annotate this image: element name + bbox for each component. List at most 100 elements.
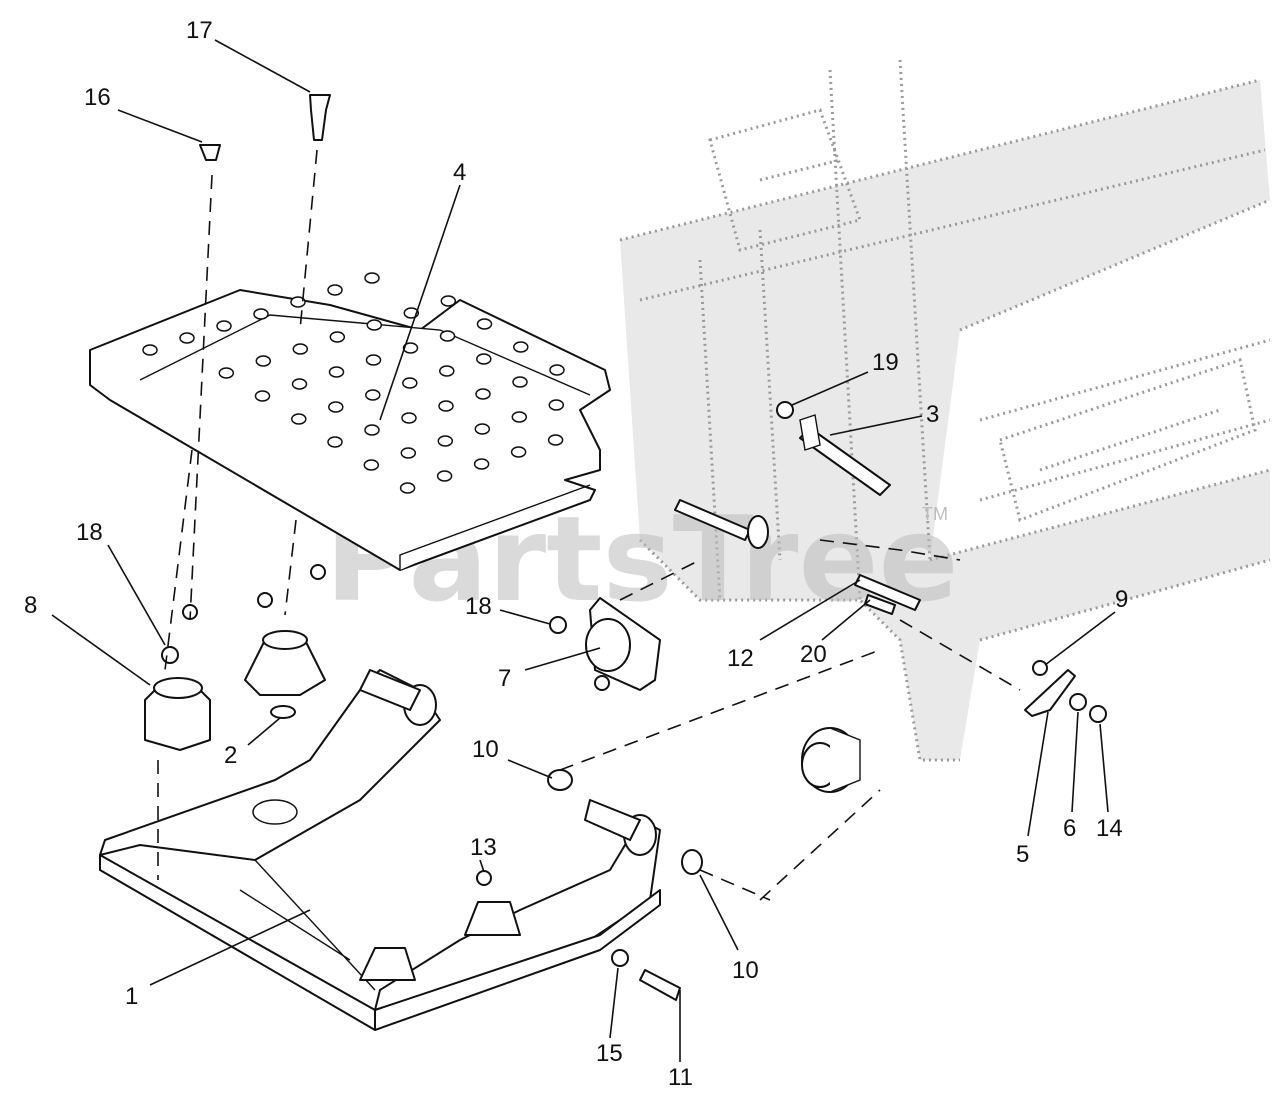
part-nut-loose-d: [594, 675, 610, 691]
part-shaft-left: [674, 499, 769, 549]
plate-hole: [476, 318, 493, 330]
plate-hole: [402, 342, 419, 354]
plate-hole: [254, 390, 271, 402]
callout-15: 15: [596, 1040, 623, 1067]
plate-hole: [292, 343, 309, 355]
plate-hole: [476, 353, 492, 365]
part-bushing-10b: [681, 849, 703, 875]
watermark-trademark: TM: [922, 504, 948, 524]
plate-hole: [363, 459, 380, 471]
callout-2: 2: [224, 742, 237, 769]
part-floor-plate: [89, 272, 611, 571]
plate-hole: [218, 367, 235, 379]
plate-hole: [439, 330, 456, 342]
part-nut-18a: [161, 646, 179, 664]
part-nut-13: [476, 870, 492, 886]
plate-hole: [511, 411, 528, 423]
assembly-dashed-lines: [157, 149, 1021, 901]
plate-hole: [216, 320, 232, 332]
frame-center-hole: [252, 799, 298, 825]
plate-hole: [400, 447, 417, 459]
part-bolt-17: [309, 94, 331, 141]
part-isolator-mount-frame-a: [359, 947, 416, 981]
part-isolator-mount-2: [244, 630, 326, 719]
plate-hole: [475, 388, 491, 400]
callout-8: 8: [24, 592, 37, 619]
part-nut-14: [1089, 705, 1107, 723]
plate-hole: [440, 295, 457, 307]
part-nut-loose-b: [257, 592, 273, 608]
plate-hole: [365, 389, 381, 401]
part-bolt-16: [199, 144, 221, 161]
plate-hole-pattern: [142, 272, 565, 494]
callout-18b: 18: [465, 593, 492, 620]
callout-12: 12: [727, 645, 754, 672]
part-isolator-mount-7: [585, 597, 661, 691]
part-bracket-5: [1024, 660, 1107, 723]
plate-hole: [436, 470, 453, 482]
part-isolator-mount-8: [144, 677, 211, 751]
plate-hole: [547, 434, 564, 446]
plate-hole: [439, 365, 455, 377]
part-shaft-3: [799, 414, 891, 496]
callout-10a: 10: [472, 736, 499, 763]
plate-hole: [327, 284, 343, 296]
plate-hole: [474, 423, 491, 435]
callout-10b: 10: [732, 957, 759, 984]
plate-hole: [548, 399, 565, 411]
plate-hole: [402, 377, 418, 389]
plate-hole: [512, 376, 528, 388]
callout-9: 9: [1115, 586, 1128, 613]
plate-hole: [364, 424, 380, 436]
callout-20: 20: [800, 641, 827, 668]
plate-hole: [399, 482, 416, 494]
plate-hole: [179, 332, 195, 344]
plate-hole: [291, 378, 308, 390]
plate-hole: [291, 413, 307, 425]
plate-hole: [437, 435, 454, 447]
part-nut-15: [611, 949, 629, 967]
plate-hole: [255, 355, 272, 367]
callout-7: 7: [498, 665, 511, 692]
part-seat-frame: [99, 669, 661, 1031]
part-washer-6: [1069, 693, 1087, 711]
plate-hole: [401, 412, 417, 424]
callout-11: 11: [668, 1064, 693, 1091]
callout-labels: 1 2 3 4 5 6 7 8 9 10 10 11 12 13 14 15 1…: [24, 17, 1128, 1091]
part-spring-9: [1032, 660, 1048, 676]
plate-hole: [549, 364, 565, 376]
callout-17: 17: [186, 17, 213, 44]
part-nut-18b: [549, 616, 567, 634]
plate-hole: [366, 319, 383, 331]
part-isolator-mount-rear: [801, 727, 861, 793]
plate-hole: [365, 354, 382, 366]
callout-leaders: [51, 39, 1116, 1062]
callout-13: 13: [470, 834, 497, 861]
callout-19: 19: [872, 349, 899, 376]
part-isolator-mount-frame-b: [464, 901, 521, 936]
callout-18a: 18: [76, 519, 103, 546]
plate-hole: [253, 308, 269, 320]
plate-hole: [290, 296, 306, 308]
plate-hole: [438, 400, 454, 412]
plate-hole: [510, 446, 527, 458]
callout-3: 3: [926, 401, 939, 428]
plate-hole: [328, 401, 344, 413]
part-nut-19: [776, 401, 794, 419]
callout-4: 4: [453, 159, 466, 186]
ghost-chassis-frame: [619, 59, 1271, 762]
callout-6: 6: [1063, 815, 1076, 842]
part-pin-20: [864, 594, 896, 615]
part-nut-loose-c: [310, 564, 326, 580]
callout-5: 5: [1016, 841, 1029, 868]
plate-hole: [328, 366, 345, 378]
plate-hole: [142, 344, 158, 356]
plate-hole: [329, 331, 346, 343]
callout-16: 16: [84, 84, 111, 111]
plate-hole: [327, 436, 343, 448]
plate-hole: [473, 458, 490, 470]
plate-hole: [364, 272, 380, 284]
part-bushing-10a: [547, 769, 573, 791]
callout-14: 14: [1096, 815, 1123, 842]
